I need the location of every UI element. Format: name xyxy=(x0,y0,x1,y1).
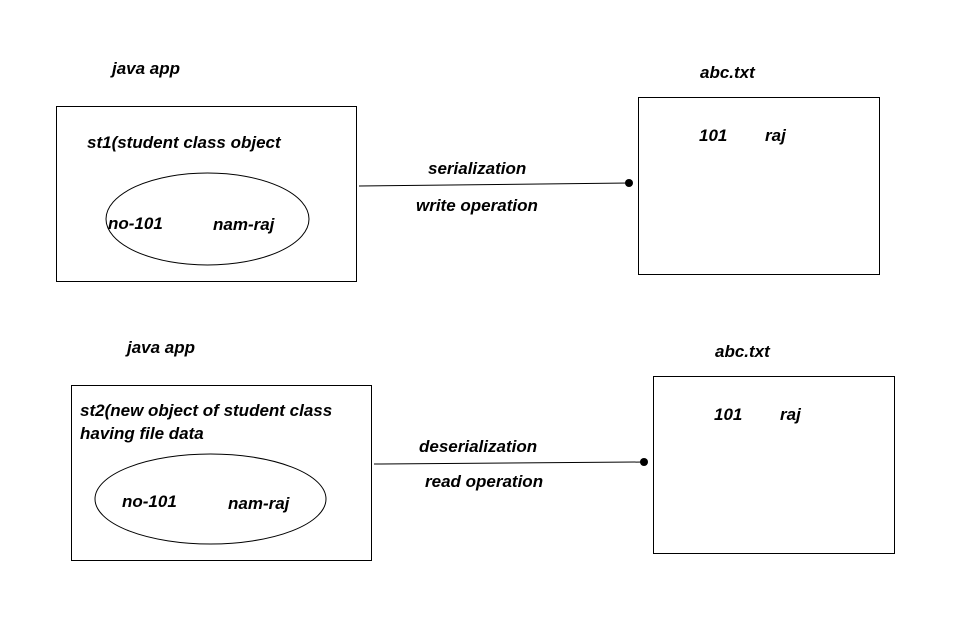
top-arrow-label-serialization: serialization xyxy=(428,159,527,178)
bottom-java-app-heading: java app xyxy=(127,338,196,357)
top-arrow-label-operation: write operation xyxy=(416,196,538,215)
top-field-no: no-101 xyxy=(108,214,163,233)
bottom-file-heading: abc.txt xyxy=(715,342,770,361)
bottom-java-app-box xyxy=(71,385,372,561)
bottom-field-name: nam-raj xyxy=(228,494,290,513)
bottom-deserialization-connector xyxy=(373,461,645,465)
bottom-file-box xyxy=(653,376,895,554)
top-file-box xyxy=(638,97,880,275)
bottom-field-no: no-101 xyxy=(122,492,177,511)
top-object-label: st1(student class object xyxy=(87,133,281,152)
bottom-object-label-line1: st2(new object of student class xyxy=(80,401,333,420)
bottom-file-value-no: 101 xyxy=(714,405,743,424)
top-field-name: nam-raj xyxy=(213,215,275,234)
bottom-object-label-line2: having file data xyxy=(80,424,204,443)
bottom-arrow-label-operation: read operation xyxy=(425,472,544,491)
top-file-value-name: raj xyxy=(765,126,786,145)
top-file-heading: abc.txt xyxy=(700,63,755,82)
top-serialization-connector xyxy=(358,182,630,187)
bottom-arrow-label-deserialization: deserialization xyxy=(419,437,538,456)
top-java-app-box xyxy=(56,106,357,282)
bottom-connector-end-dot xyxy=(640,458,648,466)
top-java-app-heading: java app xyxy=(112,59,181,78)
bottom-file-value-name: raj xyxy=(780,405,801,424)
top-connector-end-dot xyxy=(625,179,633,187)
top-file-value-no: 101 xyxy=(699,126,728,145)
